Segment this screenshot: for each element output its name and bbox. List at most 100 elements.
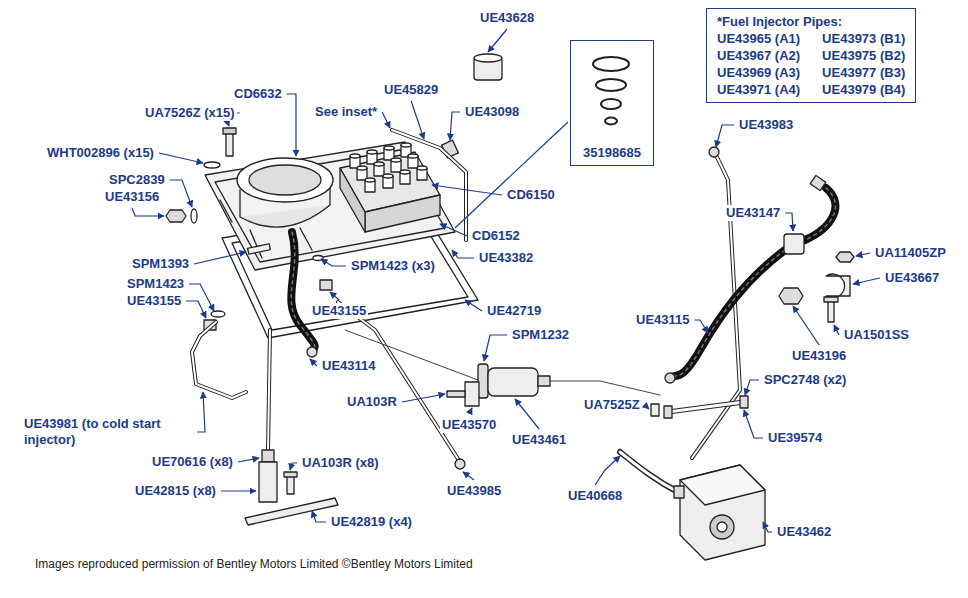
fitting bbox=[166, 210, 186, 222]
plenum-flange bbox=[215, 150, 445, 262]
part-number: UE43967 (A2) bbox=[717, 47, 800, 64]
leader-line bbox=[488, 29, 507, 52]
part-label: See inset* bbox=[313, 104, 379, 120]
pump-stub bbox=[674, 486, 684, 498]
nut bbox=[779, 288, 803, 304]
part-label: CD6150 bbox=[505, 187, 557, 203]
part-label: UE43156 bbox=[103, 189, 161, 205]
part-label: UE43115 bbox=[634, 312, 692, 328]
leader-line bbox=[221, 490, 256, 491]
part-label: UE40668 bbox=[566, 488, 624, 504]
injector bbox=[259, 462, 277, 502]
part-label: WHT002896 (x15) bbox=[45, 145, 156, 161]
bolt bbox=[828, 300, 834, 322]
leader-line bbox=[853, 278, 880, 284]
inset-line bbox=[455, 122, 568, 228]
fuel-hoses bbox=[291, 188, 835, 378]
leader-line bbox=[645, 405, 649, 409]
pump-port bbox=[710, 515, 734, 539]
fuel-pipes bbox=[192, 130, 744, 492]
part-label: UE43462 bbox=[775, 524, 833, 540]
leader-line bbox=[159, 153, 203, 163]
leader-line bbox=[194, 252, 246, 264]
leader-line bbox=[745, 380, 759, 395]
plenum-base bbox=[205, 142, 455, 270]
part-label: CD6152 bbox=[470, 228, 522, 244]
part-number: UE43971 (A4) bbox=[717, 81, 800, 98]
filter bbox=[488, 368, 538, 396]
part-label: UA7525Z bbox=[582, 397, 642, 413]
hose-end bbox=[307, 347, 317, 357]
part-label: UA103R (x8) bbox=[300, 455, 381, 471]
leader-line bbox=[515, 399, 539, 429]
leader-line bbox=[186, 301, 206, 318]
parts-table: *Fuel Injector Pipes:UE43965 (A1)UE43973… bbox=[706, 8, 916, 103]
leader-line bbox=[716, 125, 734, 147]
part-label: UE42719 bbox=[485, 303, 543, 319]
leader-line bbox=[411, 101, 424, 139]
leader-line bbox=[793, 306, 819, 345]
bolt-head bbox=[824, 297, 838, 302]
leader-line bbox=[310, 359, 317, 366]
distributor-side bbox=[365, 195, 440, 232]
connector bbox=[784, 234, 804, 254]
part-label: UE43667 bbox=[883, 270, 941, 286]
part-label: SPM1393 bbox=[130, 256, 191, 272]
leader-line bbox=[382, 112, 390, 128]
part-number: UE43977 (B3) bbox=[822, 64, 905, 81]
leader-line bbox=[170, 180, 192, 207]
copyright-caption: Images reproduced permission of Bentley … bbox=[35, 557, 473, 572]
leader-line bbox=[452, 250, 474, 258]
leader-line bbox=[595, 456, 620, 485]
clip bbox=[664, 406, 672, 418]
part-label: UA103R bbox=[345, 394, 399, 410]
leader-line bbox=[312, 511, 326, 522]
o-rings bbox=[593, 57, 629, 125]
part-number: UE43969 (A3) bbox=[717, 64, 800, 81]
part-number: UE43965 (A1) bbox=[717, 30, 800, 47]
leader-line bbox=[132, 208, 164, 216]
clamp bbox=[826, 274, 850, 298]
part-label: UE45829 bbox=[382, 82, 440, 98]
part-label: CD6632 bbox=[232, 86, 284, 102]
leader-line bbox=[432, 185, 502, 195]
leader-line bbox=[197, 392, 205, 432]
part-label: UE39574 bbox=[766, 430, 824, 446]
throttle-opening bbox=[237, 158, 333, 202]
clip bbox=[740, 396, 748, 408]
part-label: UE42815 (x8) bbox=[133, 483, 218, 499]
part-number: UE43979 (B4) bbox=[822, 81, 905, 98]
leader-line bbox=[287, 94, 296, 156]
bolt-head bbox=[223, 128, 236, 134]
bolt bbox=[447, 391, 465, 397]
leader-line bbox=[834, 325, 839, 335]
clip bbox=[651, 404, 659, 416]
part-label: UE43382 bbox=[477, 250, 535, 266]
part-label: UE43985 bbox=[445, 483, 503, 499]
part-label: SPM1423 bbox=[125, 276, 186, 292]
leader-line bbox=[440, 224, 467, 236]
leader-line bbox=[744, 410, 763, 438]
distributor-outlets bbox=[350, 143, 427, 192]
part-label: UE70616 (x8) bbox=[150, 454, 235, 470]
cap-top bbox=[474, 54, 502, 62]
bolt-head bbox=[284, 472, 297, 477]
leader-line bbox=[321, 259, 346, 266]
part-number: 35198685 bbox=[581, 144, 643, 161]
washer bbox=[211, 311, 225, 317]
leader-line bbox=[484, 335, 507, 361]
throttle-bore bbox=[249, 165, 321, 195]
part-label: UE43155 bbox=[125, 293, 183, 309]
pipe-nut bbox=[709, 147, 719, 157]
leader-line bbox=[763, 522, 772, 532]
part-label: UE43461 bbox=[510, 432, 568, 448]
part-label: UA7526Z (x15) bbox=[143, 105, 237, 121]
part-label: UE43147 bbox=[724, 205, 782, 221]
leader-line bbox=[402, 394, 445, 402]
filter-nipple bbox=[538, 376, 550, 386]
bolt bbox=[248, 244, 271, 254]
fitting bbox=[320, 280, 332, 290]
leader-line bbox=[469, 408, 472, 414]
hose-fitting bbox=[810, 175, 826, 190]
part-label: SPM1232 bbox=[510, 327, 571, 343]
